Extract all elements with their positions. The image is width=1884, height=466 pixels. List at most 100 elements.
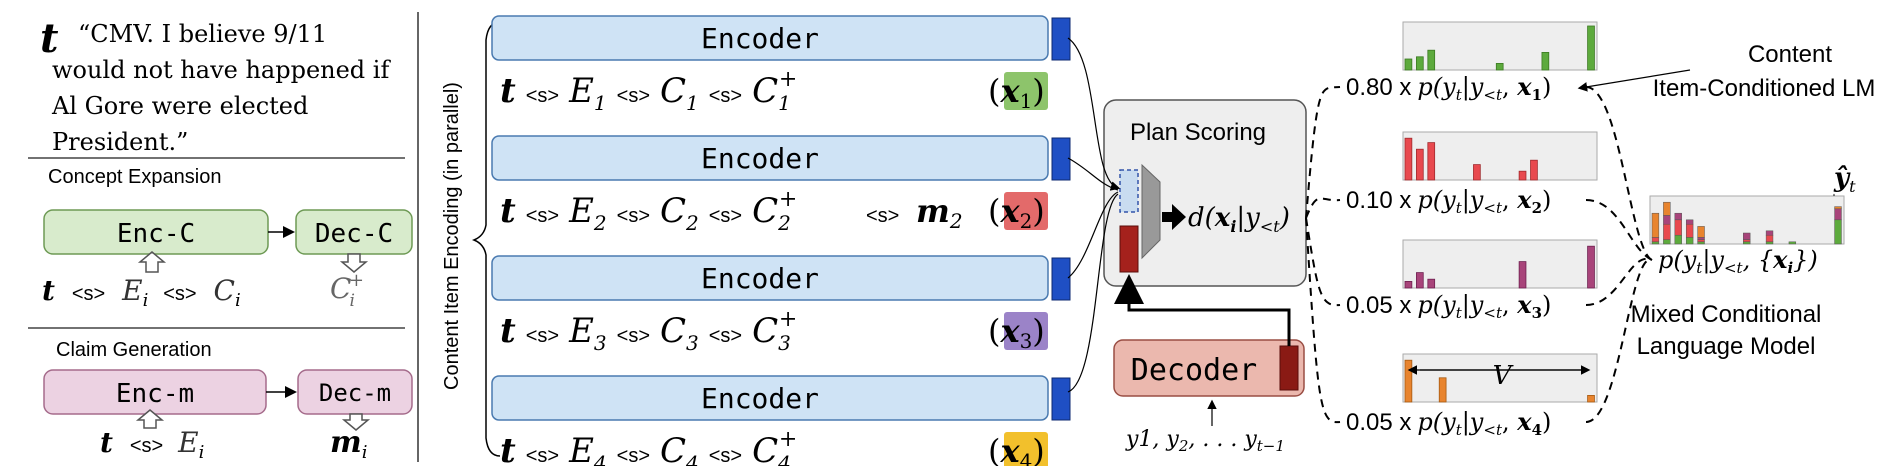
concept-input: t <s> Ei <s> Ci: [42, 274, 241, 313]
mixed-histogram-bar: [1651, 212, 1660, 238]
histogram-bar: [1541, 52, 1550, 71]
encoder-connector: [1067, 193, 1119, 393]
mixed-histogram-bar: [1743, 241, 1751, 245]
decoder-input: y1, y2, . . . yt−1: [1125, 427, 1285, 455]
content-item-symbol: (x3): [988, 312, 1045, 353]
mixed-histogram-bar: [1674, 234, 1682, 245]
encoder-row: Encoder t<s>E3<s>C3<s>C3+ (x3): [491, 255, 1071, 355]
mixed-histogram-bar: [1674, 212, 1682, 221]
histogram-bar: [1404, 58, 1413, 71]
mixed-histogram-bar: [1697, 241, 1705, 245]
mixed-histogram-bar: [1788, 241, 1797, 245]
decoder-state-slot: [1119, 225, 1139, 273]
mixed-histogram-bar: [1674, 219, 1682, 236]
mixed-histogram-bar: [1663, 215, 1671, 225]
mixture-panel: Content Item-Conditioned LM Mixed Condit…: [1305, 21, 1875, 439]
mixed-histogram-bar: [1685, 219, 1694, 225]
left-brace: [471, 21, 501, 457]
histogram-bar: [1404, 359, 1413, 403]
content-encoding-label: Content Item Encoding (in parallel): [441, 82, 463, 390]
histogram-bar: [1404, 280, 1413, 289]
t-symbol: t: [40, 15, 59, 62]
quote-line: Al Gore were elected: [51, 92, 308, 120]
encoder-label: Encoder: [701, 262, 819, 295]
plan-to-weight-link: [1305, 217, 1341, 307]
decoder-state: [1279, 345, 1299, 391]
decoder-to-scoring-arrow: [1114, 274, 1291, 346]
claim-generation-title: Claim Generation: [56, 339, 212, 361]
dec-c-label: Dec-C: [315, 219, 393, 249]
mixed-histogram-bar: [1697, 237, 1705, 240]
mixed-histogram-bar: [1834, 219, 1842, 245]
histogram-bar: [1518, 170, 1527, 181]
mixed-histogram-bar: [1651, 241, 1660, 245]
content-lm-pointer: [1577, 69, 1691, 92]
weight-to-mix-link: [1585, 257, 1653, 306]
histogram-bar: [1473, 164, 1481, 181]
mixed-histogram-bar: [1685, 237, 1694, 245]
histogram-bar: [1427, 49, 1436, 71]
encoder-input-sequence: t<s>E1<s>C1<s>C1+: [500, 67, 797, 115]
encoder-label: Encoder: [701, 382, 819, 415]
plan-to-weight-link: [1305, 86, 1341, 219]
conditional-distribution-histogram: [1402, 353, 1598, 403]
dec-m-label: Dec-m: [319, 379, 391, 407]
mixed-lm-label: Language Model: [1637, 333, 1816, 360]
content-item-highlight: [1004, 432, 1048, 466]
encoder-label: Encoder: [701, 22, 819, 55]
histogram-bar: [1416, 148, 1424, 181]
encoder-box: [491, 375, 1049, 421]
mixed-histogram-bar: [1834, 208, 1842, 221]
histogram-bar: [1416, 272, 1424, 289]
mixed-histogram-bar: [1765, 234, 1774, 243]
histogram-frame: [1402, 239, 1598, 289]
encoder-label: Encoder: [701, 142, 819, 175]
claim-input: t <s> Ei: [100, 426, 204, 463]
histogram-bar: [1587, 394, 1595, 403]
content-encoding: Content Item Encoding (in parallel) Enco…: [441, 15, 1071, 466]
content-item-symbol: (x2): [988, 192, 1045, 233]
plan-to-weight-link: [1305, 197, 1341, 219]
plan-to-weight-link: [1305, 217, 1341, 424]
mixed-histogram-bar: [1697, 239, 1705, 243]
vocab-label: V: [1493, 361, 1514, 391]
histogram-frame: [1402, 131, 1598, 181]
decoder-box: [1113, 339, 1305, 397]
conditional-distribution-histogram: [1402, 239, 1598, 289]
histogram-bar: [1518, 261, 1527, 289]
histogram-frame: [1402, 353, 1598, 403]
encoder-input-sequence: t<s>E3<s>C3<s>C3+: [500, 307, 797, 355]
encoder-row: Encoder t<s>E1<s>C1<s>C1+ (x1): [491, 15, 1071, 115]
encoder-state-slot: [1119, 169, 1139, 213]
encoder-connector: [1067, 37, 1121, 191]
scoring-arrow: [1162, 204, 1186, 230]
encoder-box: [491, 135, 1049, 181]
mixed-lm-label: Mixed Conditional: [1631, 301, 1822, 328]
content-item-symbol: (x1): [988, 72, 1045, 113]
encoder-box: [491, 255, 1049, 301]
concept-expansion-title: Concept Expansion: [48, 166, 221, 188]
content-item-highlight: [1004, 72, 1048, 110]
encoder-output-state: [1051, 377, 1071, 421]
scoring-funnel: [1141, 163, 1161, 260]
enc-m-label: Enc-m: [116, 379, 194, 409]
content-item-highlight: [1004, 192, 1048, 230]
down-hollow-arrow: [341, 413, 371, 431]
mixed-formula: p(yt|y<t, {xi}): [1658, 245, 1818, 277]
histogram-bar: [1530, 159, 1538, 181]
mixed-histogram-bar: [1663, 201, 1671, 216]
left-panel: t “CMV. I believe 9/11 would not have ha…: [28, 15, 413, 463]
histogram-bar: [1587, 25, 1595, 71]
histogram-bar: [1416, 56, 1424, 71]
down-hollow-arrow: [339, 253, 369, 273]
encoder-connector: [1067, 191, 1119, 279]
decoder-label: Decoder: [1131, 353, 1257, 388]
mixed-histogram-bar: [1743, 232, 1751, 240]
histogram-bar: [1495, 63, 1504, 71]
mixed-histogram-bar: [1697, 226, 1705, 238]
